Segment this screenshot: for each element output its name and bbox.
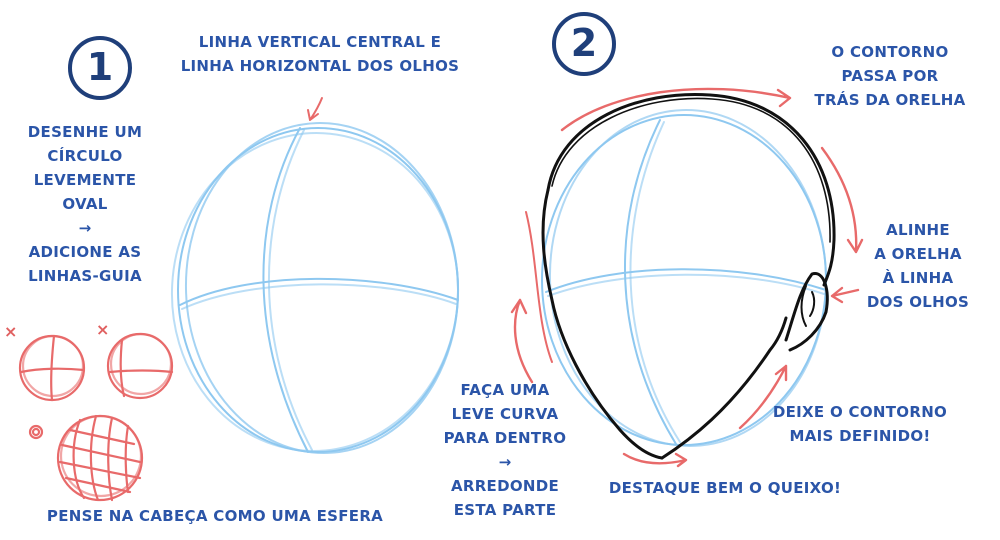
- note-line: ALINHE: [886, 221, 950, 239]
- wrong-mark-2: ×: [96, 320, 110, 339]
- note-contour-behind-ear: O CONTORNO PASSA POR TRÁS DA ORELHA: [800, 40, 980, 112]
- eye-horizontal-line: [179, 277, 459, 306]
- step1-head-sphere: [170, 122, 460, 454]
- note-line: ARREDONDE: [450, 477, 560, 495]
- note-line: ADICIONE AS: [28, 243, 142, 261]
- vertical-center-line-sketch: [267, 129, 313, 451]
- head-oval-sketch: [184, 122, 460, 454]
- note-line: →: [498, 453, 512, 471]
- note-guide-lines: LINHA VERTICAL CENTRAL E LINHA HORIZONTA…: [170, 30, 470, 78]
- example-spheres: [18, 332, 174, 502]
- note-chin: DESTAQUE BEM O QUEIXO!: [608, 479, 842, 497]
- wrong-sphere-2: [106, 332, 174, 400]
- arrow-cheek-curve: [510, 298, 534, 384]
- note-line: TRÁS DA ORELHA: [814, 91, 966, 109]
- note-line: DOS OLHOS: [866, 293, 970, 311]
- note-line: LEVE CURVA: [451, 405, 559, 423]
- arrow-behind-ear: [820, 146, 864, 254]
- arrow-to-top-lines: [307, 97, 323, 121]
- jaw-right: [660, 316, 788, 460]
- note-line: LEVEMENTE: [33, 171, 137, 189]
- arrow-chin: [622, 452, 688, 468]
- note-line: DEIXE O CONTORNO: [772, 403, 948, 421]
- step2-arrows: [510, 87, 864, 468]
- wrong-mark-1: ×: [4, 322, 18, 341]
- ear: [784, 272, 829, 352]
- note-line: PARA DENTRO: [443, 429, 567, 447]
- note-line: MAIS DEFINIDO!: [789, 427, 931, 445]
- note-line: LINHAS-GUIA: [28, 267, 142, 285]
- arrow-jaw-define: [738, 364, 788, 430]
- step2-guide-sphere: [541, 109, 828, 447]
- wrong-sphere-1: [18, 334, 86, 402]
- grid-sphere: [56, 414, 144, 502]
- eye-horizontal-line-sketch: [181, 283, 457, 310]
- arrow-to-ear: [830, 286, 860, 304]
- note-line: ESTA PARTE: [453, 501, 557, 519]
- note-line: FAÇA UMA: [460, 381, 550, 399]
- step-number-2: 2: [552, 12, 616, 76]
- note-line: PASSA POR: [841, 67, 939, 85]
- small-circle-mark: [28, 424, 44, 440]
- note-line: DESENHE UM: [27, 123, 143, 141]
- note-line: LINHA HORIZONTAL DOS OLHOS: [180, 57, 460, 75]
- note-cheek-curve: FAÇA UMA LEVE CURVA PARA DENTRO → ARREDO…: [430, 378, 580, 522]
- note-align-ear: ALINHE A ORELHA À LINHA DOS OLHOS: [858, 218, 978, 314]
- note-line: O CONTORNO: [831, 43, 949, 61]
- arrow-over-top: [560, 87, 792, 132]
- cheek-jaw-contour: [541, 188, 664, 460]
- note-line: LINHA VERTICAL CENTRAL E: [198, 33, 442, 51]
- note-line: À LINHA: [882, 269, 954, 287]
- step2-head-contour: [541, 92, 836, 460]
- note-line: →: [78, 219, 92, 237]
- step-number-1: 1: [68, 36, 132, 100]
- note-line: CÍRCULO: [47, 147, 123, 165]
- note-sphere: PENSE NA CABEÇA COMO UMA ESFERA: [46, 507, 384, 525]
- note-define-contour: DEIXE O CONTORNO MAIS DEFINIDO!: [760, 400, 960, 448]
- note-draw-circle: DESENHE UM CÍRCULO LEVEMENTE OVAL → ADIC…: [10, 120, 160, 288]
- skull-contour: [546, 92, 836, 287]
- note-line: OVAL: [62, 195, 108, 213]
- note-line: A ORELHA: [874, 245, 962, 263]
